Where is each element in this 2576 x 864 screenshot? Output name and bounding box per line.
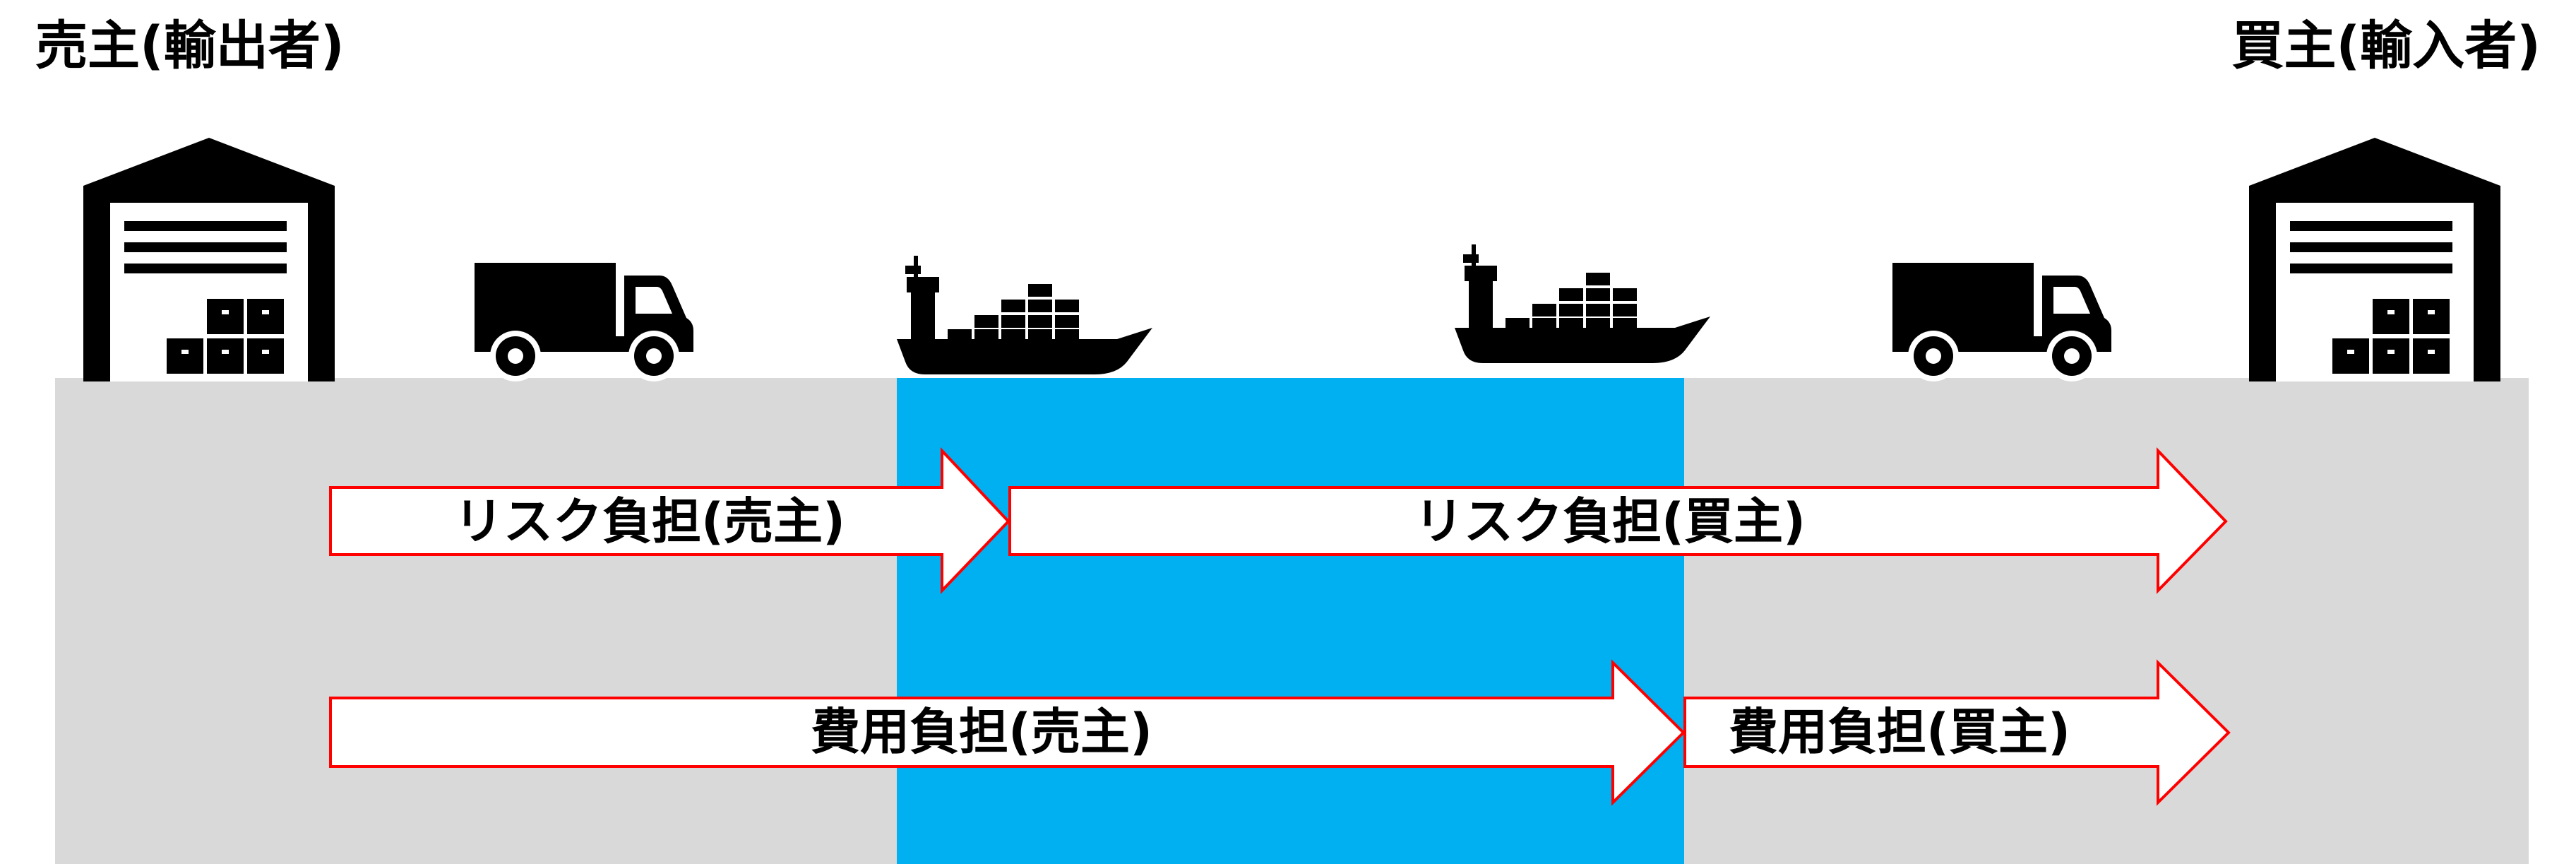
- cost-seller-arrow: 費用負担(売主): [329, 659, 1686, 806]
- cost-buyer-arrow: 費用負担(買主): [1683, 659, 2231, 806]
- risk-buyer-arrow: リスク負担(買主): [1008, 447, 2228, 594]
- risk-seller-arrow: リスク負担(売主): [329, 446, 1010, 594]
- seller-ship-icon: [897, 256, 1152, 374]
- cost-seller-label: 費用負担(売主): [811, 703, 1152, 761]
- cost-buyer-label: 費用負担(買主): [1729, 703, 2070, 761]
- buyer-warehouse-icon: [2249, 138, 2500, 381]
- seller-land-area: [55, 378, 897, 864]
- sea-area: [897, 378, 1684, 864]
- seller-warehouse-icon: [83, 138, 335, 381]
- risk-seller-label: リスク負担(売主): [454, 492, 845, 550]
- buyer-land-area: [1684, 378, 2529, 864]
- seller-truck-icon: [475, 263, 693, 381]
- buyer-truck-icon: [1892, 263, 2111, 381]
- buyer-ship-icon: [1455, 244, 1710, 363]
- risk-buyer-label: リスク負担(買主): [1414, 492, 1806, 550]
- seller-label: 売主(輸出者): [35, 16, 345, 76]
- buyer-label: 買主(輸入者): [2231, 16, 2541, 76]
